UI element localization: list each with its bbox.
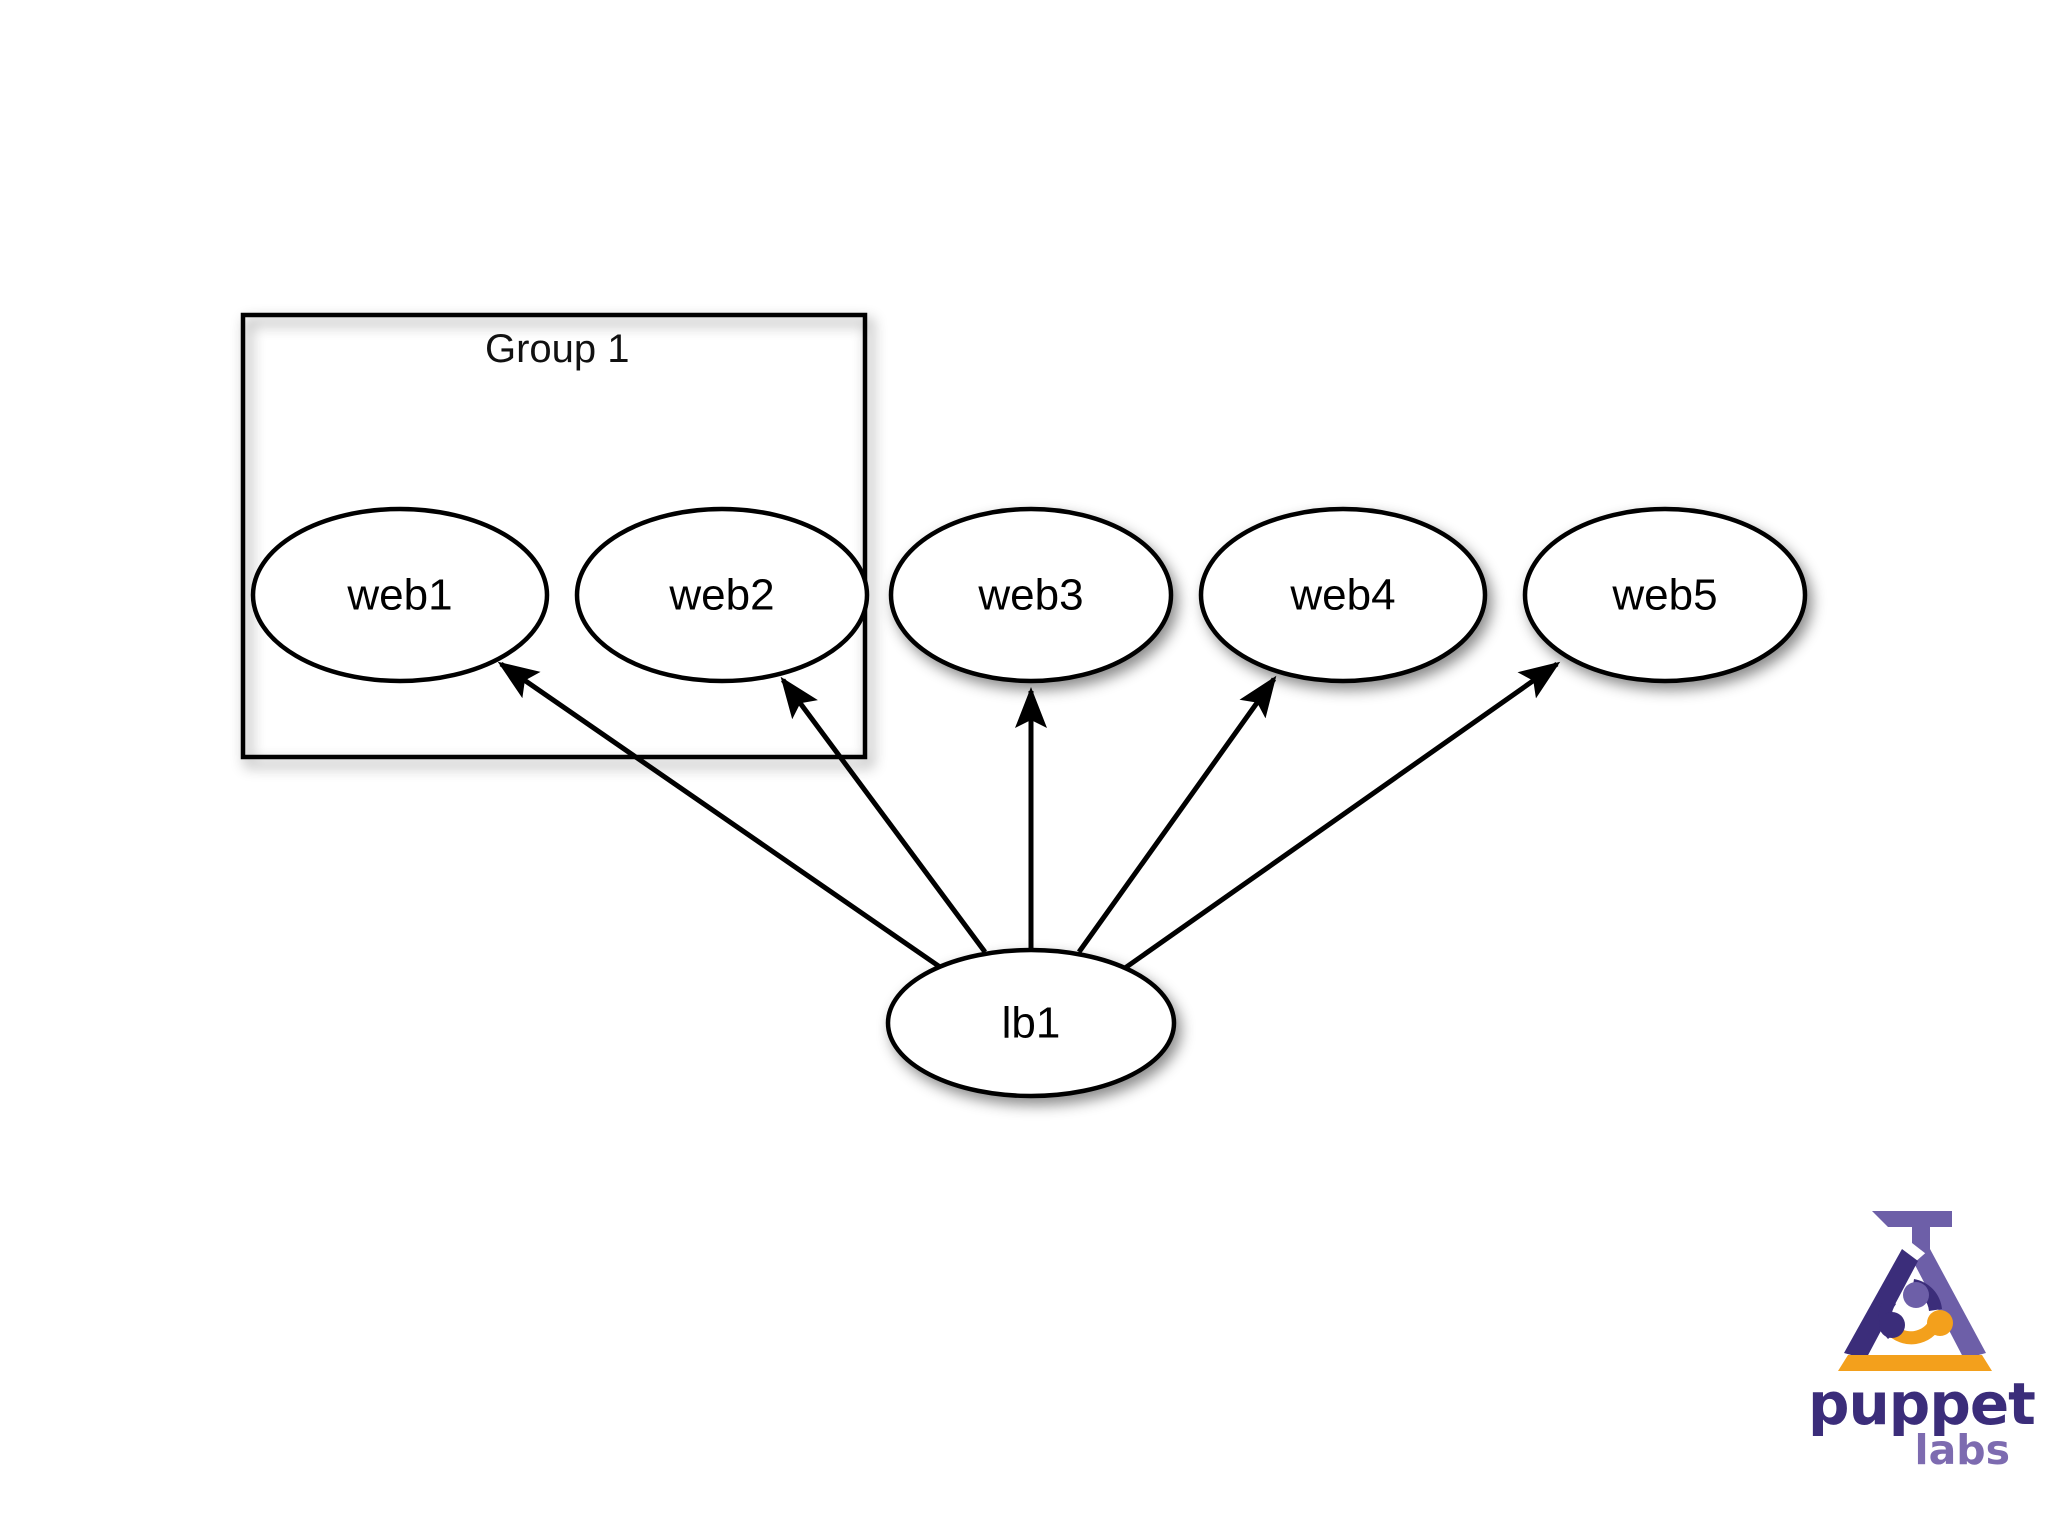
flask-neck [1872,1211,1952,1257]
node-shape-web4[interactable] [1198,506,1488,684]
node-shape-web2[interactable] [574,506,870,684]
flask-icon [1838,1211,1992,1371]
flask-right-wall [1914,1249,1986,1359]
node-shape-web3[interactable] [888,506,1174,684]
logo-text-puppet: puppet [1808,1370,2036,1438]
node-web5[interactable]: web5 [1522,506,1808,684]
node-label-lb1: lb1 [1002,999,1061,1048]
edge-lb1-web2 [780,676,988,954]
people-glyph [1878,1279,1953,1345]
node-label-web5: web5 [1611,571,1717,620]
node-shape-web1[interactable] [250,506,550,684]
node-web4[interactable]: web4 [1198,506,1488,684]
puppet-labs-logo: puppet labs [1808,1205,2036,1474]
node-web1[interactable]: web1 [250,506,550,684]
node-web3[interactable]: web3 [888,506,1174,684]
group-label: Group 1 [485,327,630,371]
flask-base [1838,1355,1992,1371]
node-web2[interactable]: web2 [574,506,870,684]
group-container-group-1[interactable] [240,312,868,760]
edge-lb1-web4 [1076,675,1277,954]
node-shape-web5[interactable] [1522,506,1808,684]
logo-text-labs: labs [1914,1426,2010,1474]
node-label-web2: web2 [668,571,774,620]
node-shape-lb1[interactable] [885,947,1177,1099]
edge-lb1-web5 [1123,661,1561,971]
node-lb1[interactable]: lb1 [885,947,1177,1099]
node-label-web4: web4 [1289,571,1395,620]
node-label-web3: web3 [977,571,1083,620]
node-label-web1: web1 [346,571,452,620]
edge-lb1-web1 [497,661,942,970]
group-box[interactable] [240,312,868,760]
edge-layer [497,661,1561,971]
